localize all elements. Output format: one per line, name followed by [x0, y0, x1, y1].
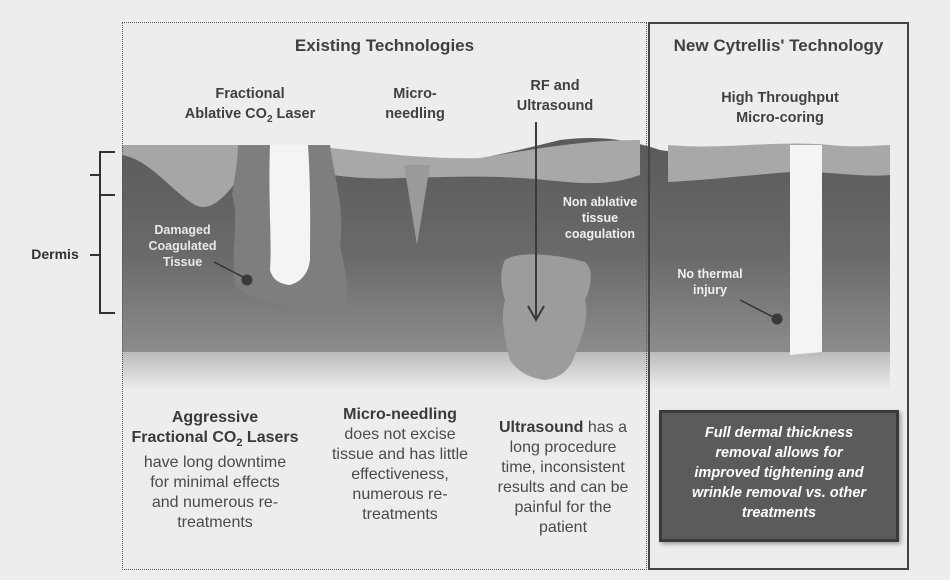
- new-technology-header: New Cytrellis' Technology: [648, 36, 909, 56]
- rf-ultrasound-title: RF and Ultrasound: [490, 76, 620, 116]
- non-ablative-label: Non ablative tissue coagulation: [545, 194, 655, 242]
- microcoring-benefit-callout: Full dermal thickness removal allows for…: [659, 410, 899, 542]
- existing-technologies-header: Existing Technologies: [122, 36, 647, 56]
- damaged-tissue-label: Damaged Coagulated Tissue: [135, 222, 230, 270]
- dermis-bracket: [100, 152, 115, 313]
- microcoring-title: High Throughput Micro-coring: [660, 88, 900, 128]
- microneedling-description: Micro-needling does not excise tissue an…: [315, 405, 485, 525]
- no-thermal-injury-label: No thermal injury: [665, 266, 755, 298]
- co2-description: Aggressive Fractional CO2 Lasers have lo…: [130, 408, 300, 533]
- dermis-label: Dermis: [20, 246, 90, 262]
- ultrasound-description: Ultrasound has a long procedure time, in…: [488, 418, 638, 538]
- co2-laser-title: Fractional Ablative CO2 Laser: [150, 84, 350, 130]
- microneedling-title: Micro- needling: [360, 84, 470, 124]
